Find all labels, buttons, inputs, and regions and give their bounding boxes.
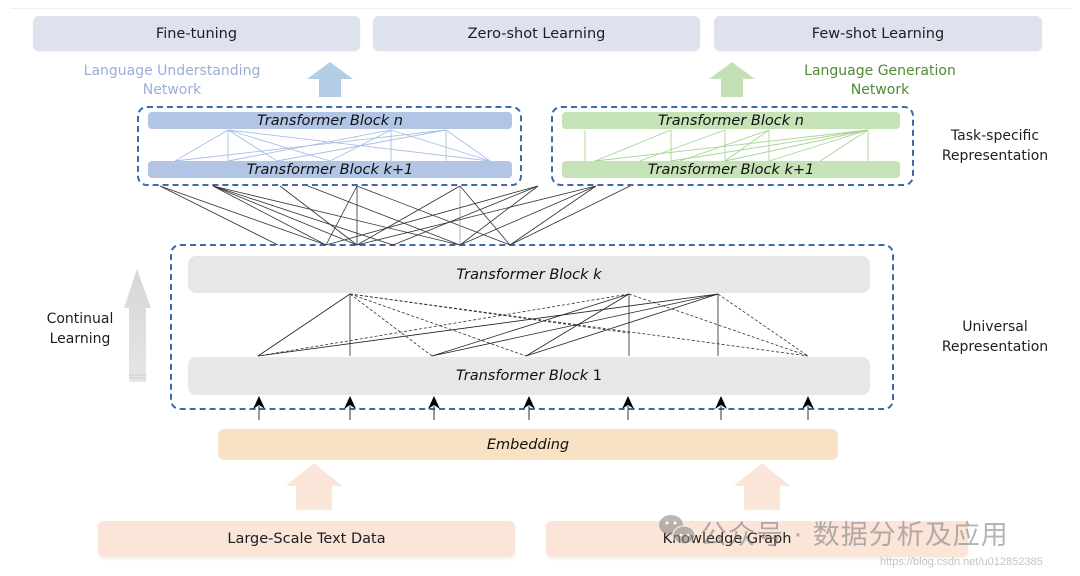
continual-learning-label: Continual Learning [30,309,130,349]
universal-line1: Universal [962,319,1028,335]
text-data-up-arrow-icon [286,463,342,510]
task-specific-line1: Task-specific [950,128,1040,144]
input-arrow-icon [523,396,535,420]
generation-up-arrow-icon [709,62,755,97]
block-label: Transformer Block [456,266,594,283]
understanding-block-n: Transformer Block n [148,112,512,129]
generation-network-box [551,106,914,186]
understanding-up-arrow-icon [307,62,353,97]
understanding-network-box [137,106,522,186]
generation-label-line1: Language Generation [804,63,956,79]
cross-connections [159,185,631,246]
input-arrow-icon [715,396,727,420]
task-few-shot-label: Few-shot Learning [811,25,945,42]
generation-block-k-plus-1: Transformer Block k+1 [562,161,900,178]
input-arrow-icon [802,396,814,420]
source-knowledge-graph: Knowledge Graph [546,521,968,557]
task-few-shot: Few-shot Learning [714,16,1042,51]
input-arrows [253,396,814,420]
understanding-inner-connections [174,129,491,162]
task-fine-tuning: Fine-tuning [33,16,360,51]
generation-label-line2: Network [850,82,910,98]
input-arrow-icon [622,396,634,420]
generation-block-n: Transformer Block n [562,112,900,129]
block-index: k+1 [784,161,815,178]
watermark-text: 公众号 · 数据分析及应用 [700,520,1009,551]
top-divider [10,8,1072,9]
watermark-url: https://blog.csdn.net/u012852385 [880,556,1043,568]
input-arrow-icon [253,396,265,420]
block-index: n [794,112,804,129]
continual-learning-arrow-icon [124,269,151,382]
block-index: 1 [592,368,602,384]
input-arrow-icon [428,396,440,420]
universal-label: Universal Representation [925,317,1065,357]
block-label: Transformer Block [456,368,593,384]
block-label: Transformer Block [257,112,394,129]
universal-dashed-connections [257,293,809,357]
block-index: n [393,112,403,129]
understanding-network-label: Language Understanding Network [72,62,272,100]
task-specific-label: Task-specific Representation [925,126,1065,166]
task-specific-line2: Representation [941,148,1049,164]
universal-block-k: Transformer Block k [188,256,870,293]
block-label: Transformer Block [658,112,795,129]
embedding-layer: Embedding [218,429,838,460]
task-zero-shot-label: Zero-shot Learning [467,25,606,42]
task-zero-shot: Zero-shot Learning [373,16,700,51]
universal-block-1: Transformer Block 1 [188,357,870,395]
source-text-data-label: Large-Scale Text Data [227,531,386,547]
generation-inner-connections [584,129,869,162]
source-text-data: Large-Scale Text Data [98,521,515,557]
block-index: k [593,266,602,283]
generation-network-label: Language Generation Network [780,62,980,100]
continual-line2: Learning [49,331,111,347]
continual-line1: Continual [46,311,114,327]
universal-solid-connections [257,293,719,357]
knowledge-graph-up-arrow-icon [734,463,790,510]
block-label: Transformer Block [647,161,785,178]
block-index: k+1 [383,161,414,178]
understanding-label-line1: Language Understanding [83,63,261,79]
understanding-block-k-plus-1: Transformer Block k+1 [148,161,512,178]
universal-line2: Representation [941,339,1049,355]
wechat-icon [659,515,696,545]
understanding-label-line2: Network [142,82,202,98]
block-label: Transformer Block [246,161,384,178]
task-fine-tuning-label: Fine-tuning [155,25,238,42]
embedding-label: Embedding [486,436,570,453]
universal-representation-box [170,244,894,410]
input-arrow-icon [344,396,356,420]
